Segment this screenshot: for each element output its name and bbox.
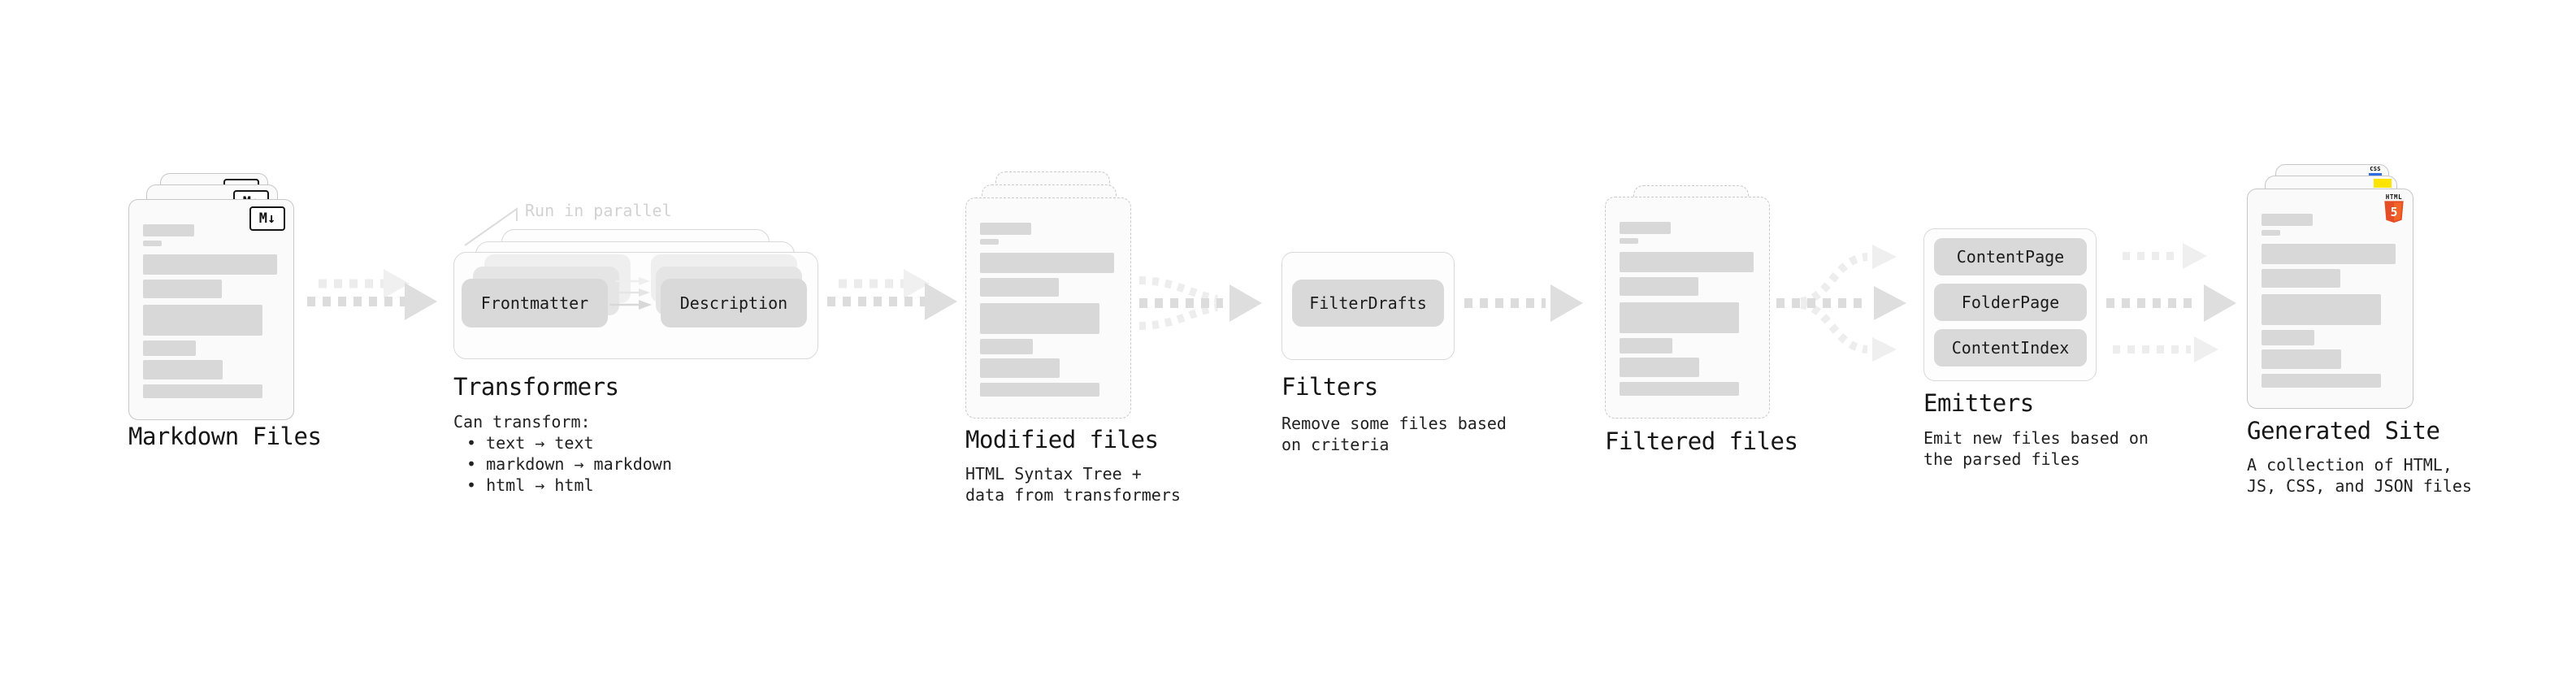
text-line-placeholder: [1620, 382, 1739, 396]
contentindex-chip: ContentIndex: [1934, 329, 2087, 367]
text-line-placeholder: [1620, 222, 1671, 234]
markdown-file-card-front: M↓: [128, 199, 294, 420]
html5-logo: HTML 5: [2383, 193, 2405, 225]
description-chip: Description: [661, 279, 807, 327]
text-line-placeholder: [980, 358, 1060, 378]
modified-files-description: HTML Syntax Tree + data from transformer…: [965, 463, 1181, 505]
css-logo-text: CSS: [2370, 166, 2381, 172]
description-line: Emit new files based on: [1923, 428, 2149, 448]
filterdrafts-chip: FilterDrafts: [1292, 280, 1444, 327]
emitters-title: Emitters: [1923, 389, 2034, 417]
filters-title: Filters: [1281, 373, 1378, 401]
description-line: Remove some files based: [1281, 414, 1507, 433]
markdown-logo: M↓: [249, 206, 285, 231]
text-line-placeholder: [1620, 338, 1672, 354]
description-line: HTML Syntax Tree +: [965, 464, 1142, 484]
html5-shield-icon: 5: [2384, 201, 2404, 223]
description-line: the parsed files: [1923, 449, 2080, 469]
arrow-transformers-to-modified: [827, 269, 957, 320]
text-line-placeholder: [2262, 269, 2340, 288]
description-line: Can transform:: [453, 412, 591, 432]
text-line-placeholder: [143, 305, 262, 336]
text-line-placeholder: [2262, 244, 2396, 264]
transformers-title: Transformers: [453, 373, 619, 401]
text-line-placeholder: [2262, 349, 2341, 369]
text-line-placeholder: [980, 278, 1059, 297]
js-logo: [2374, 179, 2392, 188]
run-in-parallel-label: Run in parallel: [525, 201, 672, 220]
text-line-placeholder: [980, 223, 1031, 235]
text-line-placeholder: [980, 239, 999, 245]
text-line-placeholder: [143, 254, 277, 275]
text-line-placeholder: [1620, 358, 1699, 377]
filtered-files-title: Filtered files: [1605, 427, 1798, 455]
text-line-placeholder: [2262, 330, 2314, 345]
text-line-placeholder: [143, 340, 196, 356]
description-line: data from transformers: [965, 485, 1181, 505]
document-text-placeholder: [143, 224, 277, 398]
text-line-placeholder: [1620, 302, 1739, 333]
document-text-placeholder: [980, 223, 1114, 397]
description-bullet: • html → html: [466, 475, 594, 495]
text-line-placeholder: [2262, 214, 2313, 226]
description-line: A collection of HTML,: [2247, 455, 2452, 475]
document-text-placeholder: [1620, 222, 1754, 396]
modified-file-card-front: [965, 197, 1131, 419]
generated-site-card-front: HTML 5: [2247, 189, 2413, 409]
emitters-description: Emit new files based on the parsed files: [1923, 427, 2149, 470]
text-line-placeholder: [2262, 374, 2381, 388]
text-line-placeholder: [2262, 230, 2280, 236]
text-line-placeholder: [980, 253, 1114, 273]
text-line-placeholder: [143, 360, 223, 380]
modified-files-title: Modified files: [965, 426, 1159, 453]
text-line-placeholder: [143, 280, 222, 298]
generated-site-description: A collection of HTML, JS, CSS, and JSON …: [2247, 454, 2472, 497]
arrow-emitters-to-generated: [2106, 243, 2236, 362]
arrow-filtered-to-emitters-diverge: [1776, 245, 1906, 362]
description-bullet: • markdown → markdown: [466, 454, 672, 474]
document-text-placeholder: [2262, 214, 2396, 388]
description-line: JS, CSS, and JSON files: [2247, 476, 2472, 496]
markdown-files-title: Markdown Files: [128, 423, 322, 450]
text-line-placeholder: [1620, 252, 1754, 272]
text-line-placeholder: [1620, 277, 1698, 296]
folderpage-chip: FolderPage: [1934, 284, 2087, 321]
text-line-placeholder: [143, 224, 194, 236]
text-line-placeholder: [980, 383, 1099, 397]
frontmatter-chip: Frontmatter: [462, 279, 608, 327]
text-line-placeholder: [143, 384, 262, 398]
filtered-file-card-front: [1605, 197, 1770, 419]
text-line-placeholder: [2262, 294, 2381, 325]
svg-text:5: 5: [2391, 206, 2398, 219]
html5-logo-label: HTML: [2385, 193, 2403, 201]
css-logo: CSS: [2369, 167, 2382, 176]
arrow-modified-to-filters-merge: [1138, 276, 1262, 330]
text-line-placeholder: [143, 241, 162, 246]
transformers-description: Can transform: • text → text • markdown …: [453, 411, 672, 496]
filters-description: Remove some files based on criteria: [1281, 413, 1507, 455]
css-logo-bar: [2369, 173, 2382, 176]
markdown-logo-text: M↓: [258, 210, 276, 227]
text-line-placeholder: [980, 303, 1099, 334]
text-line-placeholder: [980, 339, 1033, 354]
text-line-placeholder: [1620, 238, 1638, 244]
generated-site-title: Generated Site: [2247, 417, 2440, 445]
description-bullet: • text → text: [466, 433, 594, 453]
arrow-markdown-to-transformers: [307, 269, 437, 320]
contentpage-chip: ContentPage: [1934, 238, 2087, 275]
description-line: on criteria: [1281, 435, 1390, 454]
arrow-filters-to-filtered: [1464, 284, 1583, 322]
